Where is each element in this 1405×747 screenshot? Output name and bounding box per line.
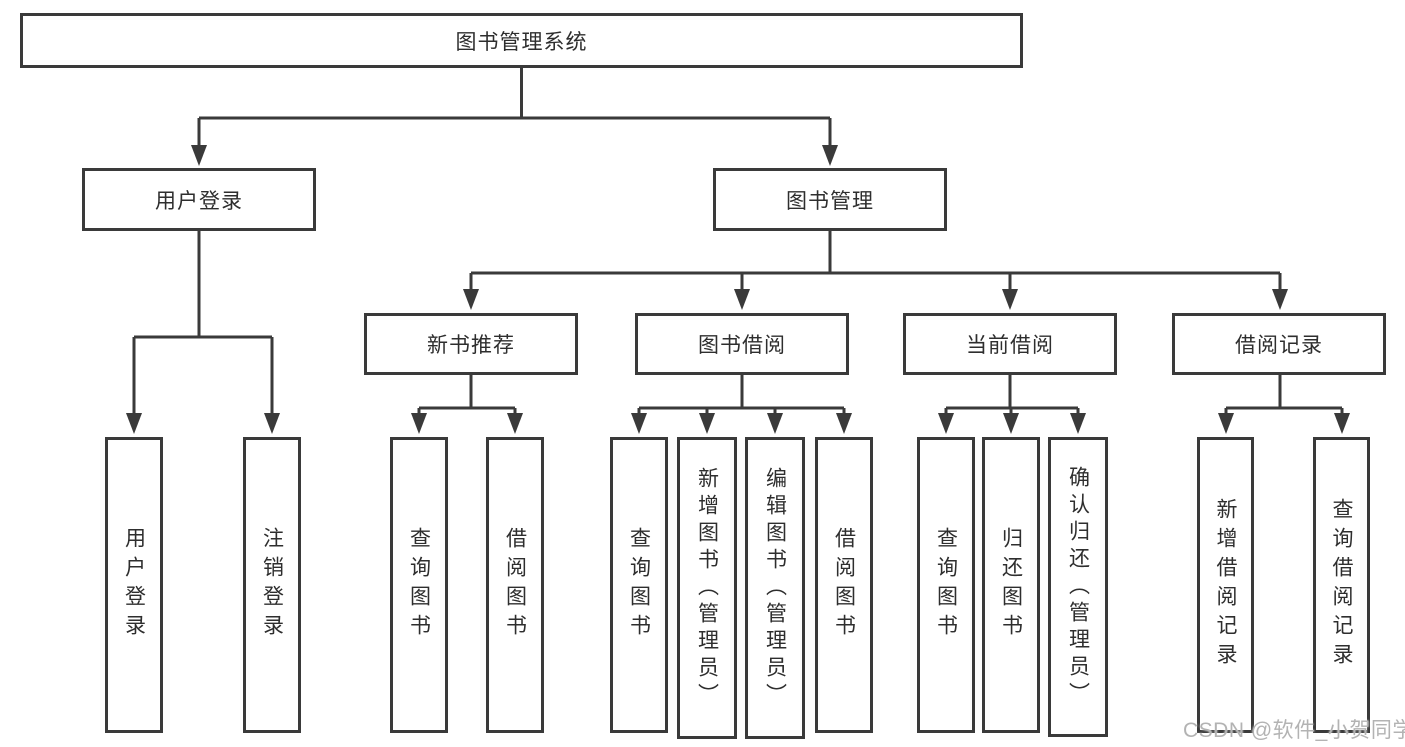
node-library-management-system: 图书管理系统 — [20, 13, 1023, 68]
leaf-query-borrow-record: 查询借阅记录 — [1313, 437, 1370, 733]
leaf-add-borrow-record: 新增借阅记录 — [1197, 437, 1254, 733]
arrowhead-icon — [507, 413, 523, 434]
arrowhead-icon — [699, 413, 715, 434]
node-label: 借阅记录 — [1235, 334, 1323, 357]
leaf-return-book: 归还图书 — [982, 437, 1040, 733]
node-new-book-recommend: 新书推荐 — [364, 313, 578, 375]
arrowhead-icon — [264, 413, 280, 434]
node-label: 确认归还（管理员） — [1066, 465, 1090, 709]
arrowhead-icon — [126, 413, 142, 434]
leaf-query-book-current: 查询图书 — [917, 437, 975, 733]
leaf-query-book-borrow: 查询图书 — [610, 437, 668, 733]
node-label: 图书管理系统 — [455, 30, 588, 54]
node-label: 借阅图书 — [503, 527, 527, 643]
arrowhead-icon — [767, 413, 783, 434]
node-label: 当前借阅 — [966, 334, 1054, 357]
csdn-watermark: CSDN @软件_小贺同学 — [1183, 719, 1405, 742]
leaf-confirm-return-admin: 确认归还（管理员） — [1048, 437, 1108, 737]
leaf-add-book-admin: 新增图书（管理员） — [677, 437, 737, 739]
arrowhead-icon — [938, 413, 954, 434]
arrowhead-icon — [191, 145, 207, 166]
node-label: 查询图书 — [934, 527, 958, 643]
node-label: 归还图书 — [999, 527, 1023, 643]
node-label: 图书管理 — [786, 189, 874, 213]
arrowhead-icon — [463, 289, 479, 310]
arrowhead-icon — [1272, 289, 1288, 310]
node-label: 编辑图书（管理员） — [763, 466, 787, 710]
leaf-borrow-book: 借阅图书 — [815, 437, 873, 733]
arrowhead-icon — [1002, 289, 1018, 310]
leaf-edit-book-admin: 编辑图书（管理员） — [745, 437, 805, 739]
arrowhead-icon — [1003, 413, 1019, 434]
leaf-user-login: 用户登录 — [105, 437, 163, 733]
arrowhead-icon — [411, 413, 427, 434]
node-label: 查询图书 — [627, 527, 651, 643]
arrowhead-icon — [822, 145, 838, 166]
node-label: 新增借阅记录 — [1214, 498, 1237, 672]
node-label: 新书推荐 — [427, 334, 515, 357]
arrowhead-icon — [631, 413, 647, 434]
arrowhead-icon — [1218, 413, 1234, 434]
node-label: 用户登录 — [155, 189, 243, 213]
leaf-borrow-book-recommend: 借阅图书 — [486, 437, 544, 733]
node-label: 注销登录 — [260, 527, 284, 643]
node-book-management: 图书管理 — [713, 168, 947, 231]
arrowheads — [126, 145, 1350, 434]
node-label: 图书借阅 — [698, 334, 786, 357]
node-label: 查询借阅记录 — [1330, 498, 1353, 672]
node-label: 新增图书（管理员） — [695, 466, 719, 710]
node-label: 借阅图书 — [832, 527, 856, 643]
node-borrow-records: 借阅记录 — [1172, 313, 1386, 375]
leaf-query-book-recommend: 查询图书 — [390, 437, 448, 733]
leaf-logout-login: 注销登录 — [243, 437, 301, 733]
arrowhead-icon — [1070, 413, 1086, 434]
arrowhead-icon — [1334, 413, 1350, 434]
node-current-borrow: 当前借阅 — [903, 313, 1117, 375]
node-label: 查询图书 — [407, 527, 431, 643]
arrowhead-icon — [836, 413, 852, 434]
arrowhead-icon — [734, 289, 750, 310]
node-label: 用户登录 — [122, 527, 146, 643]
node-user-login: 用户登录 — [82, 168, 316, 231]
node-book-borrow: 图书借阅 — [635, 313, 849, 375]
